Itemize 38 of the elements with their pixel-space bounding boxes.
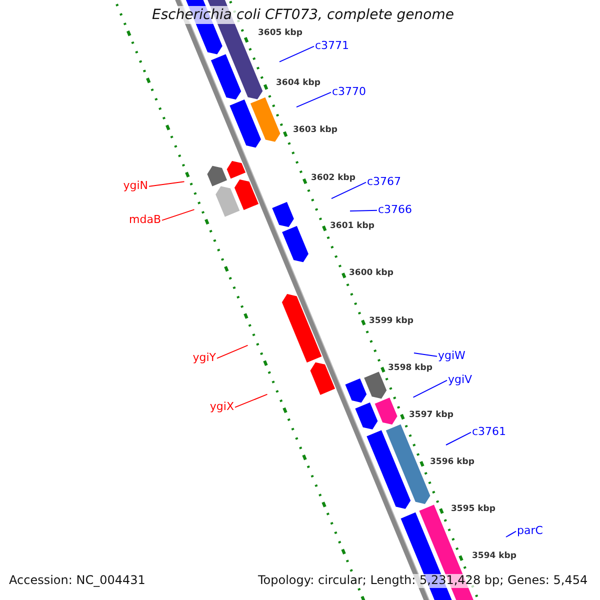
- tick-label: 3596 kbp: [430, 458, 474, 468]
- gene-label: ygiN: [123, 180, 148, 193]
- tick-label: 3594 kbp: [472, 552, 516, 562]
- tick-label: 3597 kbp: [409, 411, 454, 421]
- genome-info-text: Topology: circular; Length: 5,231,428 bp; Genes: 5,454: [258, 574, 588, 588]
- gene-label: c3767: [367, 176, 402, 189]
- tick-label: 3604 kbp: [276, 79, 320, 89]
- tick-label: 3603 kbp: [293, 126, 338, 136]
- tick-label: 3599 kbp: [369, 317, 414, 327]
- gene-label: ygiW: [438, 350, 466, 363]
- accession-text: Accession: NC_004431: [9, 574, 146, 588]
- leader-line: [296, 92, 332, 108]
- leader-line: [446, 432, 472, 446]
- leader-line: [331, 182, 366, 200]
- leader-line: [506, 530, 516, 538]
- tick-label: 3605 kbp: [258, 29, 302, 39]
- tick-label: 3600 kbp: [349, 269, 394, 279]
- gene-label: c3761: [472, 426, 506, 439]
- tick-label: 3602 kbp: [311, 174, 356, 184]
- leader-line: [148, 181, 185, 187]
- leader-line: [279, 46, 314, 62]
- tick-label: 3601 kbp: [330, 222, 374, 232]
- leader-line: [412, 380, 448, 398]
- gene-label: mdaB: [129, 214, 161, 227]
- leader-line: [162, 209, 195, 221]
- tick-label: 3598 kbp: [388, 364, 432, 374]
- leader-line: [234, 394, 268, 408]
- gene-label: ygiV: [448, 374, 472, 387]
- gene-label: ygiY: [192, 352, 216, 365]
- leader-line: [216, 344, 248, 359]
- tick-label: 3595 kbp: [451, 505, 496, 515]
- gene-label: c3771: [315, 40, 350, 53]
- gene-label: parC: [517, 525, 543, 538]
- leader-line: [350, 210, 378, 212]
- gene-label: ygiX: [210, 401, 234, 414]
- gene-label: c3766: [378, 204, 412, 217]
- leader-line: [414, 352, 438, 357]
- gene-label: c3770: [332, 86, 366, 99]
